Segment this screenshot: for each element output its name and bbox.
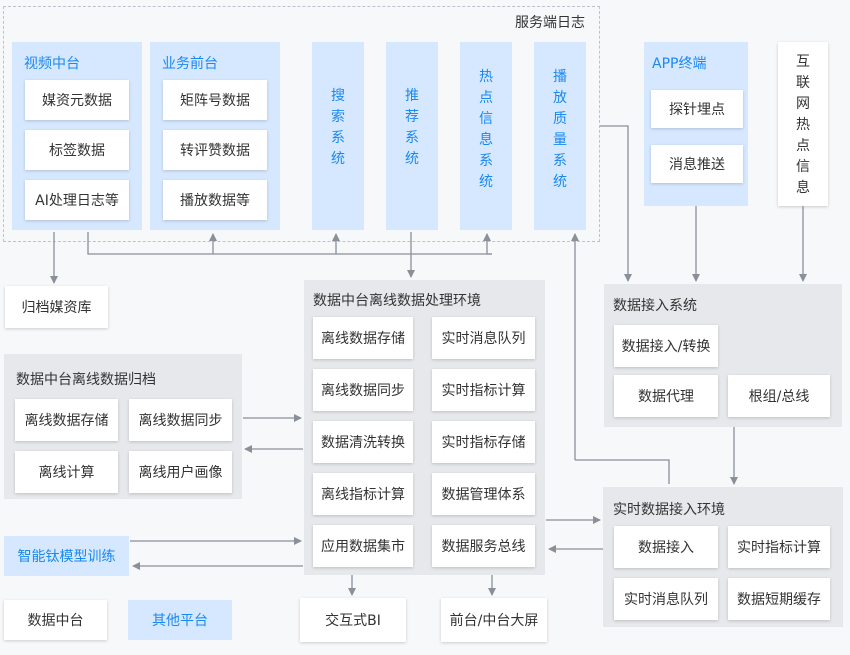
data-proxy-box: 数据代理 [614, 375, 718, 417]
char: 信 [796, 159, 810, 175]
proc-left-0: 离线数据存储 [313, 317, 413, 359]
frontend-screen-box: 前台/中台大屏 [441, 598, 547, 642]
char: 热 [479, 69, 493, 85]
offline-sync-box: 离线数据同步 [129, 399, 232, 441]
char: 系 [405, 130, 419, 146]
message-push-box: 消息推送 [651, 145, 743, 183]
interactive-bi-box: 交互式BI [300, 598, 406, 642]
char: 统 [553, 174, 567, 190]
proc-right-4: 数据服务总线 [432, 525, 535, 567]
offline-user-profile-box: 离线用户画像 [129, 451, 232, 493]
proc-right-1: 实时指标计算 [432, 369, 535, 411]
char: 索 [331, 109, 345, 125]
internet-hotspot-box: 互联网热点信息 [778, 42, 828, 206]
char: 信 [479, 111, 493, 127]
char: 统 [479, 174, 493, 190]
server-log-label: 服务端日志 [515, 15, 585, 31]
proc-left-4: 应用数据集市 [313, 525, 413, 567]
data-platform-legend: 数据中台 [4, 600, 107, 640]
char: 荐 [405, 109, 419, 125]
processing-env-title: 数据中台离线数据处理环境 [313, 293, 481, 309]
proc-left-2: 数据清洗转换 [313, 421, 413, 463]
proc-right-3: 数据管理体系 [432, 473, 535, 515]
offline-archive-title: 数据中台离线数据归档 [16, 372, 156, 388]
tag-data-box: 标签数据 [25, 130, 129, 170]
arrow-up-hotspot [483, 233, 492, 255]
ai-training-box: 智能钛模型训练 [4, 536, 129, 576]
media-metadata-box: 媒资元数据 [25, 80, 129, 120]
playback-quality-system: 播放质量系统 [534, 42, 586, 230]
collector-line [87, 232, 492, 255]
char: 热 [796, 117, 810, 133]
proc-right-0: 实时消息队列 [432, 317, 535, 359]
proc-left-3: 离线指标计算 [313, 473, 413, 515]
char: 互 [796, 54, 810, 70]
char: 统 [405, 151, 419, 167]
route-realtime-to-playback [575, 459, 670, 484]
char: 质 [553, 111, 567, 127]
app-terminal-title: APP终端 [652, 56, 707, 72]
root-bus-box: 根组/总线 [728, 375, 830, 417]
search-system: 搜索系统 [312, 42, 364, 230]
char: 网 [796, 96, 810, 112]
rt-message-queue-box: 实时消息队列 [614, 578, 718, 620]
engagement-data-box: 转评赞数据 [163, 130, 267, 170]
probe-tracking-box: 探针埋点 [651, 90, 743, 128]
video-platform-title: 视频中台 [24, 56, 80, 72]
playback-data-box: 播放数据等 [163, 180, 267, 220]
realtime-access-title: 实时数据接入环境 [613, 502, 725, 518]
offline-storage-box: 离线数据存储 [15, 399, 118, 441]
archive-library-box: 归档媒资库 [5, 286, 108, 328]
rt-short-cache-box: 数据短期缓存 [728, 578, 830, 620]
char: 点 [796, 138, 810, 154]
proc-right-2: 实时指标存储 [432, 421, 535, 463]
char: 息 [796, 180, 810, 196]
business-frontend-title: 业务前台 [162, 56, 218, 72]
data-access-title: 数据接入系统 [613, 298, 697, 314]
char: 量 [553, 132, 567, 148]
data-access-convert-box: 数据接入/转换 [614, 325, 718, 367]
char: 点 [479, 90, 493, 106]
char: 系 [479, 153, 493, 169]
char: 播 [553, 69, 567, 85]
arrow-log-to-access [600, 125, 632, 282]
offline-compute-box: 离线计算 [15, 451, 118, 493]
matrix-data-box: 矩阵号数据 [163, 80, 267, 120]
ai-log-box: AI处理日志等 [25, 180, 129, 220]
char: 放 [553, 90, 567, 106]
hotspot-system: 热点信息系统 [460, 42, 512, 230]
other-platform-legend: 其他平台 [128, 600, 232, 640]
char: 系 [553, 153, 567, 169]
char: 搜 [331, 88, 345, 104]
char: 联 [796, 75, 810, 91]
char: 统 [331, 151, 345, 167]
rt-data-access-box: 数据接入 [614, 526, 718, 568]
char: 息 [479, 132, 493, 148]
char: 推 [405, 88, 419, 104]
recommend-system: 推荐系统 [386, 42, 438, 230]
server-log-region [3, 6, 600, 242]
proc-left-1: 离线数据同步 [313, 369, 413, 411]
char: 系 [331, 130, 345, 146]
rt-metric-compute-box: 实时指标计算 [728, 526, 830, 568]
